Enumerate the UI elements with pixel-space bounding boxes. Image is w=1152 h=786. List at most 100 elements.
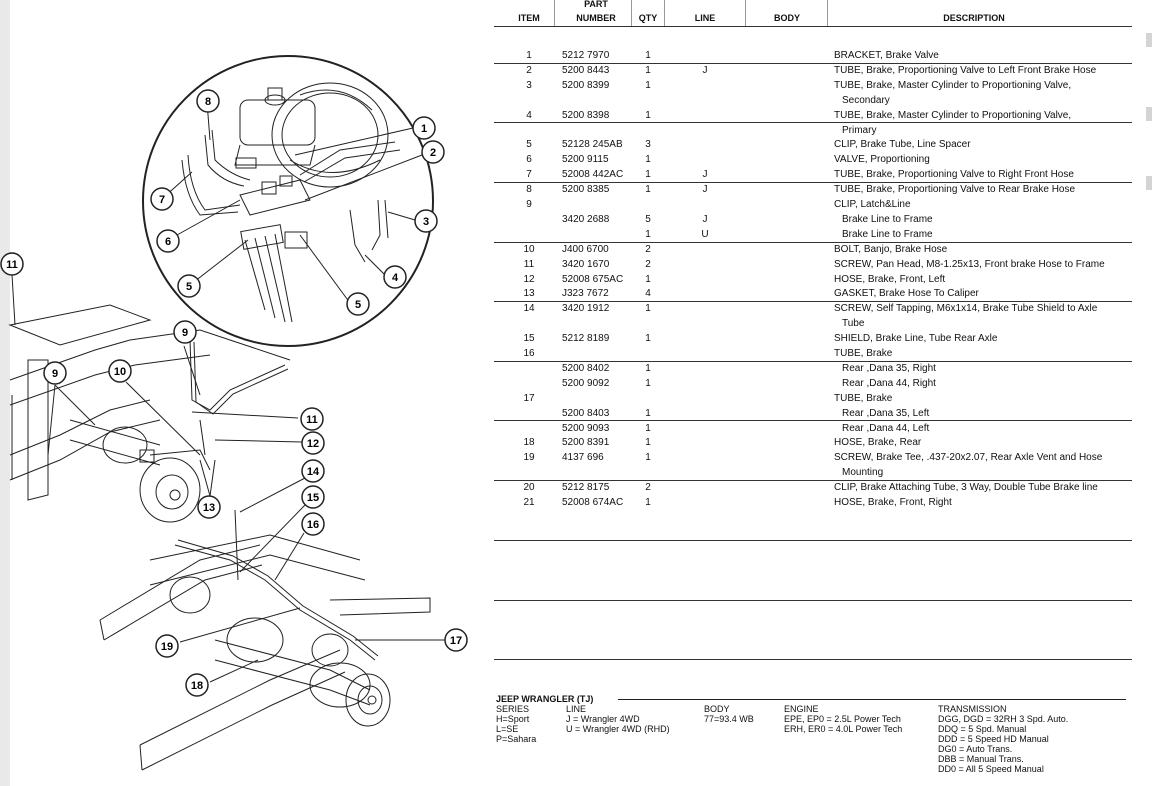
description-cell: GASKET, Brake Hose To Caliper [834,288,979,300]
col-sep [745,0,746,26]
col-sep [664,0,665,26]
header-body: BODY [773,13,800,23]
line-title: LINE [566,704,587,714]
description-cell: Primary [842,124,877,136]
qty-cell: 2 [645,482,651,494]
header-qty: QTY [638,13,658,23]
qty-cell: 1 [645,184,651,196]
qty-cell: 1 [645,154,651,166]
callout-11-left: 11 [0,252,24,276]
qty-cell: 4 [645,288,651,300]
item-cell: 9 [526,199,532,210]
part-number-cell: 5200 9092 [562,377,610,389]
scroll-mark [1146,107,1152,121]
col-sep [827,0,828,26]
part-number-cell: 3420 2688 [562,213,610,225]
scroll-mark [1146,33,1152,47]
qty-cell: 1 [645,109,651,121]
callout-17: 17 [444,628,468,652]
description-cell: Brake Line to Frame [842,228,933,240]
series-item: H=Sport [496,714,530,724]
line-cell: J [702,169,708,181]
part-number-cell: 5200 8398 [562,109,610,121]
table-row: Mounting [494,467,1134,482]
svg-text:6: 6 [165,236,171,248]
part-number-cell: 52128 245AB [562,139,623,151]
group-divider [494,361,1132,362]
callout-14: 14 [301,459,325,483]
svg-text:14: 14 [307,466,320,478]
description-cell: TUBE, Brake, Master Cylinder to Proporti… [834,79,1072,91]
part-number-cell: 5200 8403 [562,407,610,419]
item-cell: 5 [526,139,532,151]
svg-text:8: 8 [205,96,211,108]
svg-text:5: 5 [355,299,361,311]
item-cell: 10 [523,243,535,255]
svg-text:11: 11 [306,414,318,426]
svg-text:11: 11 [6,259,18,271]
callouts: 1 2 3 4 5 5 6 7 8 9 9 10 11 12 13 14 15 … [0,89,468,697]
engine-title: ENGINE [784,704,819,714]
group-divider [494,480,1132,481]
description-cell: Rear ,Dana 44, Left [842,422,930,434]
item-cell: 20 [523,482,535,494]
svg-text:4: 4 [392,272,399,284]
engine-item: ERH, ER0 = 4.0L Power Tech [784,724,903,734]
brake-booster [271,82,389,188]
item-cell: 17 [523,392,535,404]
svg-text:13: 13 [203,502,215,514]
page-margin [0,0,10,786]
body-title: BODY [704,704,730,714]
chassis-frame [8,304,431,771]
part-number-cell: 5200 8385 [562,184,610,196]
svg-text:19: 19 [161,641,173,653]
part-number-cell: 52008 442AC [562,169,624,181]
callout-18: 18 [185,673,209,697]
group-divider [494,301,1132,302]
line-item: J = Wrangler 4WD [566,714,640,724]
transmission-item: DDQ = 5 Spd. Manual [938,724,1027,734]
line-item: U = Wrangler 4WD (RHD) [566,724,670,734]
qty-cell: 1 [645,333,651,345]
part-number-cell: 52008 674AC [562,497,624,508]
part-number-cell: 5200 9115 [562,154,609,166]
qty-cell: 1 [645,169,651,181]
header-part: PART [584,0,608,9]
item-cell: 14 [523,303,535,315]
transmission-item: DDD = 5 Speed HD Manual [938,734,1049,744]
item-cell: 2 [526,64,532,76]
description-cell: TUBE, Brake, Proportioning Valve to Left… [834,64,1097,76]
scroll-mark [1146,176,1152,190]
item-cell: 19 [523,452,535,464]
transmission-item: DBB = Manual Trans. [938,754,1024,764]
svg-text:12: 12 [307,438,319,450]
part-number-cell: 5212 7970 [562,50,610,61]
svg-text:7: 7 [159,194,165,206]
legend-rule [618,699,1126,700]
line-cell: J [702,213,708,225]
description-cell: TUBE, Brake [834,348,893,359]
detail-circle [142,55,434,347]
part-number-cell: 5200 8402 [562,362,610,374]
engine-item: EPE, EP0 = 2.5L Power Tech [784,714,901,724]
callout-6: 6 [156,229,180,253]
callout-15: 15 [301,485,325,509]
description-cell: Rear ,Dana 35, Left [842,407,930,419]
series-item: P=Sahara [496,734,537,744]
callout-7: 7 [150,187,174,211]
qty-cell: 1 [645,303,651,315]
svg-text:16: 16 [307,519,319,531]
